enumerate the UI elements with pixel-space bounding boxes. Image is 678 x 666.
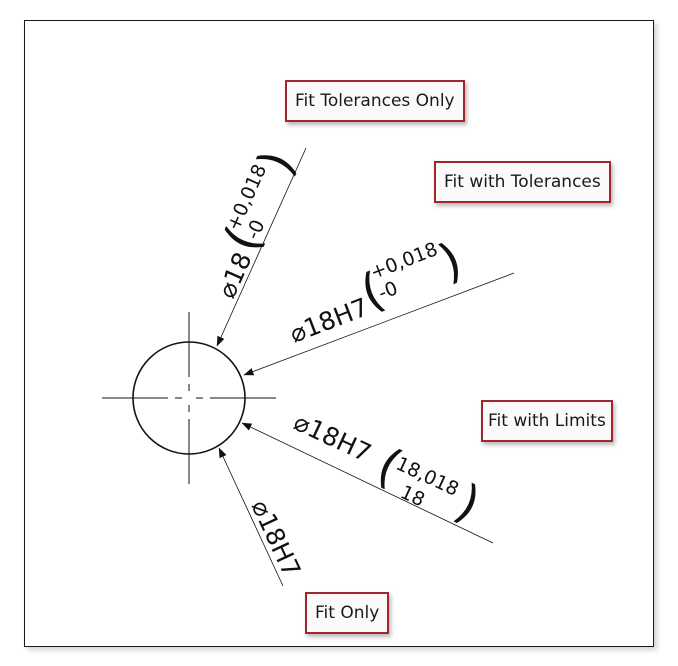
leader-with-tolerances — [243, 272, 515, 376]
callout-fit-tolerances-only: Fit Tolerances Only — [285, 80, 465, 122]
drawing-frame — [24, 20, 654, 647]
dim-main-text: ⌀18H7 — [286, 292, 373, 348]
dim-main-text: ⌀18 — [212, 248, 258, 303]
dim-with-tolerances: ⌀18H7 +0,018 -0 ( ) — [286, 232, 470, 349]
center-lines — [102, 312, 276, 484]
dim-fit-only: ⌀18H7 — [246, 495, 307, 581]
callout-fit-with-limits: Fit with Limits — [481, 400, 613, 442]
dim-main-text: ⌀18H7 — [289, 407, 375, 468]
callout-fit-only: Fit Only — [305, 592, 390, 634]
dim-with-limits: ⌀18H7 18,018 18 ( ) — [289, 407, 488, 533]
paren-close: ) — [432, 232, 470, 291]
dim-tolerances-only: ⌀18 +0,018 -0 ( ) — [212, 143, 306, 303]
dim-main-text: ⌀18H7 — [246, 495, 307, 581]
leader-tolerances-only — [216, 147, 307, 347]
callout-fit-with-tolerances: Fit with Tolerances — [434, 161, 611, 203]
leader-fit-only — [218, 447, 284, 587]
leader-with-limits — [241, 422, 494, 544]
dim-upper-text: +0,018 — [367, 238, 441, 284]
